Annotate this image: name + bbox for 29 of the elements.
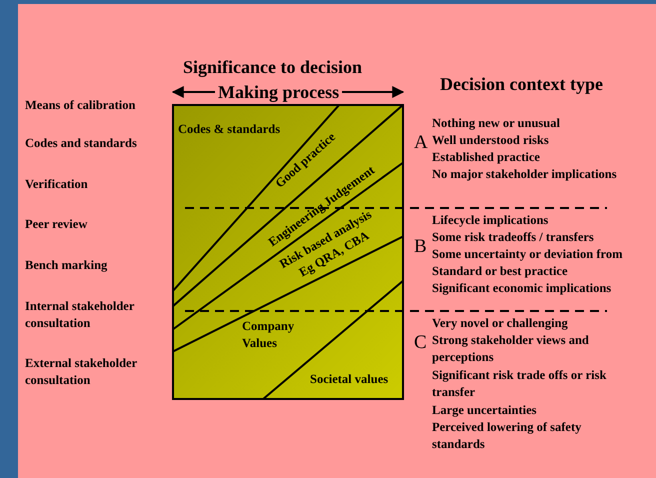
context-item: Very novel or challenging: [432, 315, 568, 332]
context-item: Lifecycle implications: [432, 212, 548, 229]
band-label: Societal values: [310, 371, 388, 388]
calibration-item: Codes and standards: [25, 135, 137, 152]
axis-title: Significance to decision: [183, 56, 362, 78]
calibration-item: Verification: [25, 176, 88, 193]
context-letter: B: [414, 236, 427, 258]
context-item: Large uncertainties: [432, 402, 536, 419]
context-item: Well understood risks: [432, 132, 549, 149]
context-item: Standard or best practice: [432, 263, 568, 280]
context-item: Established practice: [432, 149, 540, 166]
column-heading: Decision context type: [440, 73, 603, 95]
context-item: Significant economic implications: [432, 280, 612, 297]
calibration-item: Internal stakeholder consultation: [25, 298, 136, 332]
context-item: Some uncertainty or deviation from: [432, 246, 622, 263]
calibration-item: Bench marking: [25, 257, 108, 274]
context-item: Perceived lowering of safety standards: [432, 419, 582, 453]
context-item: Nothing new or unusual: [432, 115, 560, 132]
context-item: No major stakeholder implications: [432, 166, 617, 183]
context-item: Some risk tradeoffs / transfers: [432, 229, 594, 246]
context-letter: A: [414, 132, 428, 154]
context-item: Significant risk trade offs or risk transfer: [432, 367, 608, 401]
context-item: Strong stakeholder views and perceptions: [432, 332, 590, 366]
context-letter: C: [414, 332, 427, 354]
calibration-item: Peer review: [25, 216, 88, 233]
band-label: Codes & standards: [178, 121, 280, 138]
band-label: Company Values: [242, 318, 296, 352]
calibration-item: External stakeholder consultation: [25, 355, 138, 389]
column-heading: Means of calibration: [25, 97, 136, 114]
